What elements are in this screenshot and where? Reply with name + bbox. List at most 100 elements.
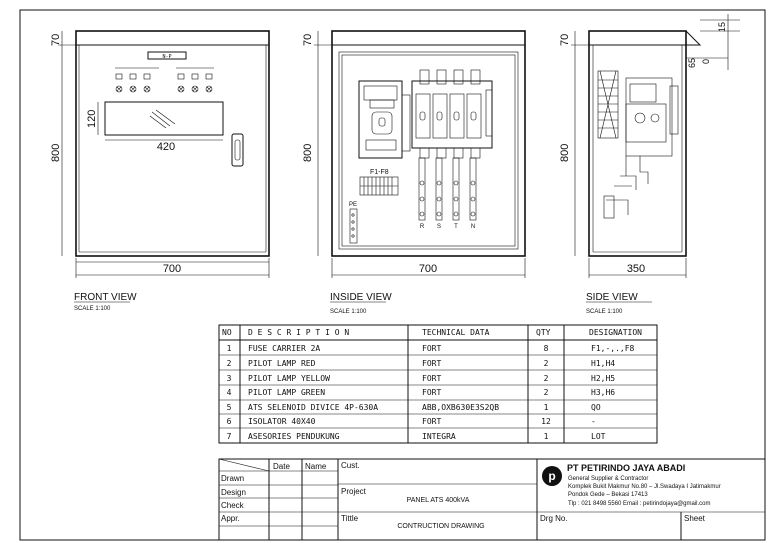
table-cell-technical: FORT <box>422 359 441 368</box>
table-cell-technical: FORT <box>422 374 441 383</box>
table-cell-technical: FORT <box>422 344 441 353</box>
table-cell-qty: 2 <box>544 374 549 383</box>
title-value: CONTRUCTION DRAWING <box>397 523 484 530</box>
side-dim-width: 350 <box>627 263 645 275</box>
table-cell-technical: INTEGRA <box>422 432 456 441</box>
table-cell-no: 7 <box>227 432 232 441</box>
table-cell-description: PILOT LAMP GREEN <box>248 388 325 397</box>
viewing-window <box>104 101 224 136</box>
company-name: PT PETIRINDO JAYA ABADI <box>567 463 685 473</box>
row-check: Check <box>221 501 245 510</box>
table-cell-qty: 8 <box>544 344 549 353</box>
side-view: 70 800 350 15 65 0 SIDE VIEW SCALE 1:100 <box>559 14 740 315</box>
table-cell-description: ISOLATOR 40X40 <box>248 417 316 426</box>
side-panel-outline <box>588 30 687 257</box>
front-dim-window-w: 420 <box>157 141 175 153</box>
row-drawn: Drawn <box>221 474 244 483</box>
door-handle <box>231 133 244 167</box>
fuse-label: F1-F8 <box>370 169 389 176</box>
pe-label: PE <box>349 202 357 208</box>
title-block: Date Name Drawn Design Check Appr. Cust.… <box>218 458 766 541</box>
table-header-technical: TECHNICAL DATA <box>422 328 490 337</box>
table-cell-no: 5 <box>227 403 232 412</box>
front-view: N-P 120 420 70 800 <box>50 30 270 312</box>
phase-label-s: S <box>437 224 441 230</box>
table-cell-designation: H3,H6 <box>591 388 615 397</box>
table-cell-designation: QO <box>591 403 601 412</box>
table-cell-description: PILOT LAMP YELLOW <box>248 374 330 383</box>
side-dim-zero: 0 <box>701 59 711 64</box>
sheet-label: Sheet <box>684 514 706 523</box>
phase-label-n: N <box>471 224 475 230</box>
phase-label-r: R <box>420 224 425 230</box>
table-cell-description: FUSE CARRIER 2A <box>248 344 320 353</box>
side-dim-top: 70 <box>559 34 571 46</box>
pilot-lamp-group-right <box>176 67 214 93</box>
cust-label: Cust. <box>341 461 360 470</box>
pe-bar <box>349 208 358 244</box>
table-header-qty: QTY <box>536 328 551 337</box>
side-view-title: SIDE VIEW <box>586 292 638 303</box>
table-header-no: NO <box>222 328 232 337</box>
company-line1: General Supplier & Contractor <box>568 476 648 482</box>
table-cell-description: ATS SELENOID DIVICE 4P-630A <box>248 403 378 412</box>
table-cell-description: PILOT LAMP RED <box>248 359 316 368</box>
material-table: NO D E S C R I P T I O N TECHNICAL DATA … <box>218 324 658 444</box>
ats-device <box>358 80 411 159</box>
table-cell-no: 2 <box>227 359 232 368</box>
table-cell-designation: LOT <box>591 432 606 441</box>
project-label: Project <box>341 487 367 496</box>
table-cell-description: ASESORIES PENDUKUNG <box>248 432 340 441</box>
front-view-scale: SCALE 1:100 <box>74 306 111 312</box>
row-appr: Appr. <box>221 514 240 523</box>
inside-view: R S T N F1-F8 PE 70 800 700 INSIDE VIEW … <box>302 30 526 315</box>
table-cell-designation: H2,H5 <box>591 374 615 383</box>
switch-poles <box>411 69 493 159</box>
table-cell-designation: - <box>591 417 596 426</box>
table-cell-no: 1 <box>227 344 232 353</box>
table-cell-no: 6 <box>227 417 232 426</box>
project-value: PANEL ATS 400kVA <box>407 497 470 504</box>
inside-panel-outline <box>331 30 526 257</box>
company-line2: Komplek Bukit Makmur No.80 – Jl.Swadaya … <box>568 484 721 490</box>
table-cell-qty: 1 <box>544 403 549 412</box>
company-line3: Pondok Gede – Bekasi 17413 <box>568 492 648 498</box>
front-view-title: FRONT VIEW <box>74 292 137 303</box>
title-label: Tittle <box>341 514 359 523</box>
table-cell-no: 3 <box>227 374 232 383</box>
row-design: Design <box>221 488 246 497</box>
side-dim-offset: 65 <box>687 58 697 68</box>
output-busbars <box>418 157 477 221</box>
inside-dim-height: 800 <box>302 144 314 162</box>
table-cell-technical: ABB,OXB630E3S2QB <box>422 403 499 412</box>
inside-dim-top: 70 <box>302 34 314 46</box>
company-line4: Tlp : 021 8498 5560 Email : petirindojay… <box>568 501 711 507</box>
col-name: Name <box>305 462 327 471</box>
table-cell-no: 4 <box>227 388 232 397</box>
col-date: Date <box>273 462 290 471</box>
side-louvre <box>597 70 619 139</box>
front-dim-width: 700 <box>163 263 181 275</box>
table-cell-qty: 2 <box>544 388 549 397</box>
front-panel-outline <box>75 30 270 257</box>
side-view-scale: SCALE 1:100 <box>586 309 623 315</box>
front-dim-window-h: 120 <box>86 110 98 128</box>
side-dim-roof: 15 <box>717 22 727 32</box>
table-cell-technical: FORT <box>422 388 441 397</box>
inside-view-scale: SCALE 1:100 <box>330 309 367 315</box>
inside-view-title: INSIDE VIEW <box>330 292 392 303</box>
nameplate <box>147 51 187 60</box>
table-cell-qty: 12 <box>541 417 551 426</box>
pilot-lamp-group-left <box>115 67 159 93</box>
phase-label-t: T <box>454 224 458 230</box>
table-header-description: D E S C R I P T I O N <box>248 328 349 337</box>
table-cell-technical: FORT <box>422 417 441 426</box>
company-logo <box>542 466 562 486</box>
table-cell-qty: 1 <box>544 432 549 441</box>
company-logo-letter: p <box>548 469 555 483</box>
nameplate-text: N-P <box>162 54 171 60</box>
table-header-designation: DESIGNATION <box>589 328 642 337</box>
table-cell-designation: F1,-,.,F8 <box>591 344 635 353</box>
